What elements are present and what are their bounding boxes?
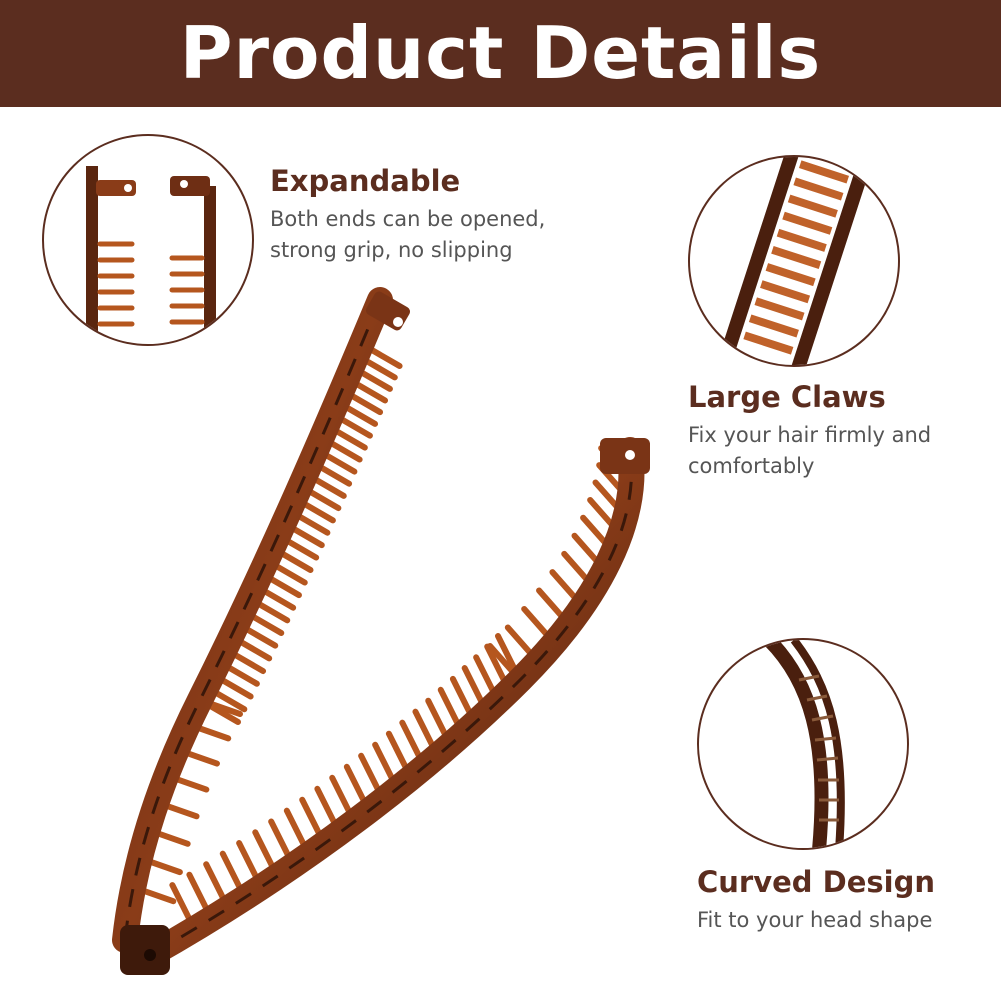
feature-description-line: strong grip, no slipping [270,238,513,262]
feature-title: Large Claws [688,380,886,414]
header-banner [0,0,1001,107]
feature-title: Curved Design [697,865,936,899]
feature-description-line: Both ends can be opened, [270,207,546,231]
feature-description: Fit to your head shape [697,905,935,936]
claws-detail-image [688,155,900,367]
feature-large-claws: Large Claws Fix your hair firmly and com… [688,380,931,482]
feature-description: Both ends can be opened, strong grip, no… [270,204,545,266]
curved-detail-image [697,638,909,850]
page-title: Product Details [179,11,822,95]
feature-description-line: Fix your hair firmly and [688,423,932,447]
feature-description: Fix your hair firmly and comfortably [688,420,931,482]
feature-expandable: Expandable Both ends can be opened, stro… [270,164,545,266]
feature-title: Expandable [270,164,461,198]
feature-description-line: Fit to your head shape [697,908,933,932]
feature-description-line: comfortably [688,454,815,478]
feature-curved-design: Curved Design Fit to your head shape [697,865,935,936]
expandable-detail-image [42,134,254,346]
